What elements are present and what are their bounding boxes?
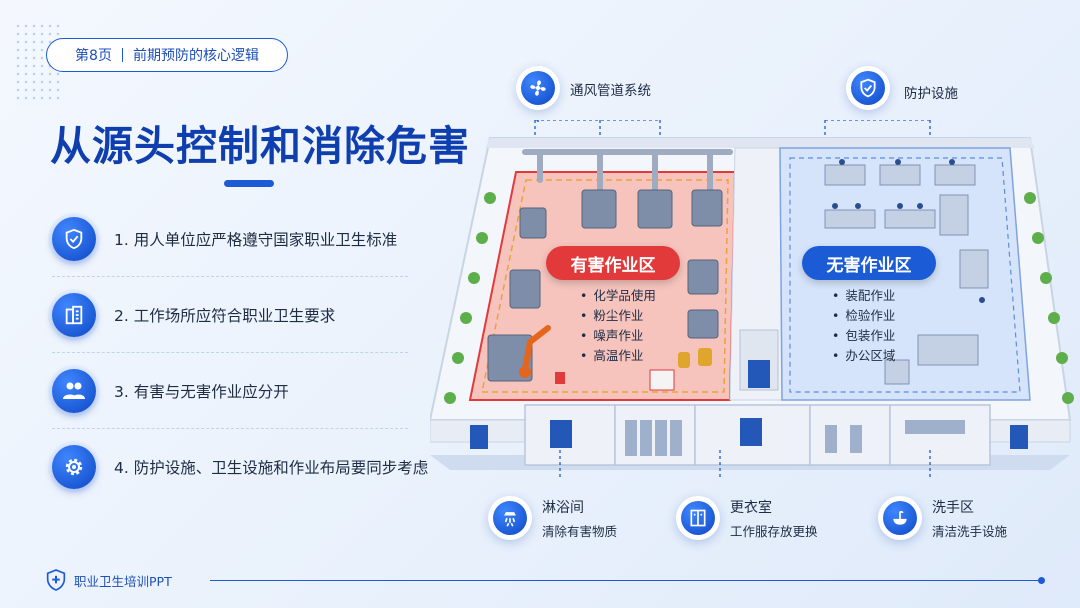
divider xyxy=(52,352,408,353)
safe-zone-tag: 无害作业区 xyxy=(802,246,936,280)
point-item-4: 4. 防护设施、卫生设施和作业布局要同步考虑 xyxy=(52,442,428,492)
list-item: 粉尘作业 xyxy=(580,306,656,326)
amenity-subtitle: 清洁洗手设施 xyxy=(932,523,1008,539)
divider xyxy=(52,428,408,429)
section-label: 前期预防的核心逻辑 xyxy=(132,48,259,64)
page-section-pill: 第8页 前期预防的核心逻辑 xyxy=(46,38,288,72)
footer-line xyxy=(210,580,1040,581)
fan-icon xyxy=(516,66,560,110)
list-item: 高温作业 xyxy=(580,346,656,366)
safe-zone-list: 装配作业 检验作业 包装作业 办公区域 xyxy=(832,286,895,366)
title-underline xyxy=(224,180,274,187)
point-text: 3. 有害与无害作业应分开 xyxy=(114,383,289,401)
factory-floorplan-illustration xyxy=(430,120,1074,480)
pill-separator xyxy=(121,48,123,62)
amenity-locker: 更衣室 工作服存放更换 xyxy=(676,496,818,540)
list-item: 噪声作业 xyxy=(580,326,656,346)
point-item-1: 1. 用人单位应严格遵守国家职业卫生标准 xyxy=(52,214,422,264)
amenity-title: 洗手区 xyxy=(932,499,974,516)
footer-dot xyxy=(1038,577,1045,584)
list-item: 化学品使用 xyxy=(580,286,656,306)
list-item: 装配作业 xyxy=(832,286,895,306)
page-number: 第8页 xyxy=(75,48,112,64)
shield-check-icon xyxy=(52,217,96,261)
shield-plus-icon xyxy=(46,569,66,595)
amenity-subtitle: 清除有害物质 xyxy=(542,523,618,539)
safe-zone-label: 无害作业区 xyxy=(826,255,912,276)
point-item-3: 3. 有害与无害作业应分开 xyxy=(52,366,422,416)
building-icon xyxy=(52,293,96,337)
point-text: 2. 工作场所应符合职业卫生要求 xyxy=(114,307,336,325)
amenity-title: 淋浴间 xyxy=(542,499,584,516)
hazard-zone-label: 有害作业区 xyxy=(570,255,656,276)
amenity-shower: 淋浴间 清除有害物质 xyxy=(488,496,617,540)
hazard-zone-list: 化学品使用 粉尘作业 噪声作业 高温作业 xyxy=(580,286,656,366)
locker-icon xyxy=(676,496,720,540)
gear-icon xyxy=(52,445,96,489)
shield-check-icon xyxy=(846,66,890,110)
amenity-sink: 洗手区 清洁洗手设施 xyxy=(878,496,1007,540)
sink-icon xyxy=(878,496,922,540)
protection-label: 防护设施 xyxy=(904,86,958,102)
list-item: 检验作业 xyxy=(832,306,895,326)
amenity-subtitle: 工作服存放更换 xyxy=(730,523,818,539)
people-icon xyxy=(52,369,96,413)
point-item-2: 2. 工作场所应符合职业卫生要求 xyxy=(52,290,422,340)
point-text: 1. 用人单位应严格遵守国家职业卫生标准 xyxy=(114,231,398,249)
shower-icon xyxy=(488,496,532,540)
footer-label: 职业卫生培训PPT xyxy=(74,574,172,589)
amenity-title: 更衣室 xyxy=(730,499,772,516)
hazard-zone-tag: 有害作业区 xyxy=(546,246,680,280)
list-item: 办公区域 xyxy=(832,346,895,366)
list-item: 包装作业 xyxy=(832,326,895,346)
ventilation-label: 通风管道系统 xyxy=(570,83,651,99)
point-text: 4. 防护设施、卫生设施和作业布局要同步考虑 xyxy=(114,459,429,477)
page-title: 从源头控制和消除危害 xyxy=(50,122,470,170)
divider xyxy=(52,276,408,277)
